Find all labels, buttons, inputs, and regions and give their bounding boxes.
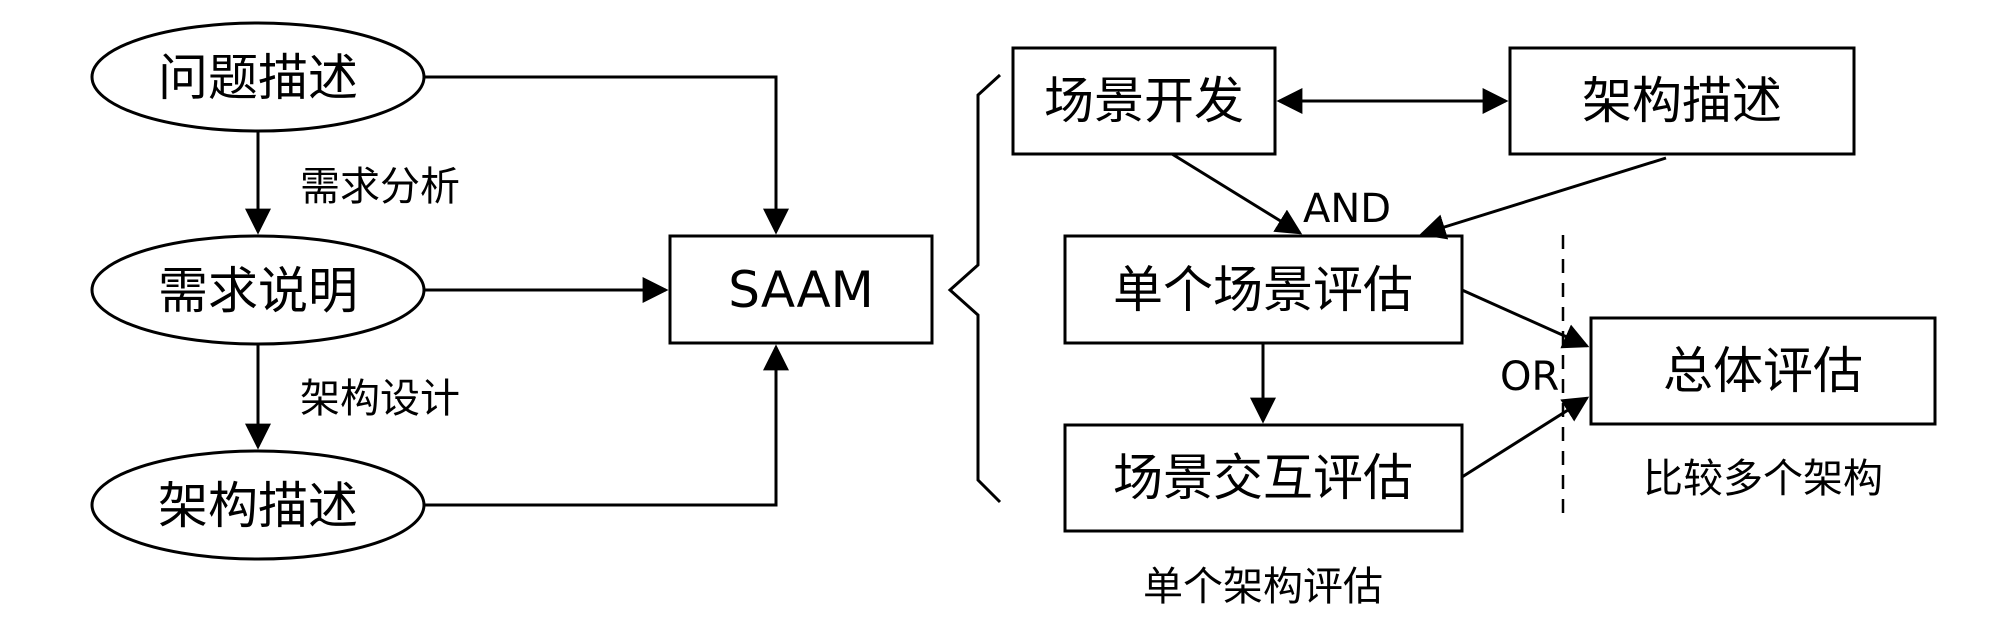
arrow-single-to-overall — [1461, 288, 1590, 349]
arrow-scenario-dev-to-single-eval — [1171, 152, 1303, 235]
single-scenario-eval-box — [1063, 234, 1464, 345]
arrow-arch-to-saam — [424, 344, 789, 507]
scenario-interaction-eval-box — [1063, 423, 1464, 533]
single-architecture-eval-caption: 单个架构评估 — [1143, 564, 1383, 610]
architecture-desc-box — [1508, 46, 1856, 156]
saam-box — [668, 234, 934, 345]
saam-label: SAAM — [728, 261, 874, 319]
and-label: AND — [1303, 186, 1391, 232]
scenario-dev-box — [1011, 46, 1277, 156]
scenario-interaction-eval-label: 场景交互评估 — [1113, 449, 1413, 507]
architecture-design-label: 架构设计 — [300, 376, 460, 422]
requirements-spec-label: 需求说明 — [158, 262, 358, 320]
architecture-desc-left-label: 架构描述 — [158, 477, 358, 535]
problem-label: 问题描述 — [158, 49, 358, 107]
scenario-dev-label: 场景开发 — [1044, 72, 1244, 130]
overall-eval-label: 总体评估 — [1663, 342, 1863, 400]
arrow-arch-desc-to-single-eval — [1419, 156, 1667, 240]
compare-architectures-caption: 比较多个架构 — [1643, 456, 1883, 502]
requirements-analysis-label: 需求分析 — [300, 164, 460, 210]
or-label: OR — [1500, 354, 1559, 400]
arrow-problem-to-saam — [424, 75, 789, 235]
architecture-desc-right-label: 架构描述 — [1582, 72, 1782, 130]
brace — [947, 73, 1002, 504]
arrow-interaction-to-overall — [1461, 396, 1590, 479]
overall-eval-box — [1589, 316, 1937, 426]
single-scenario-eval-label: 单个场景评估 — [1113, 261, 1413, 319]
